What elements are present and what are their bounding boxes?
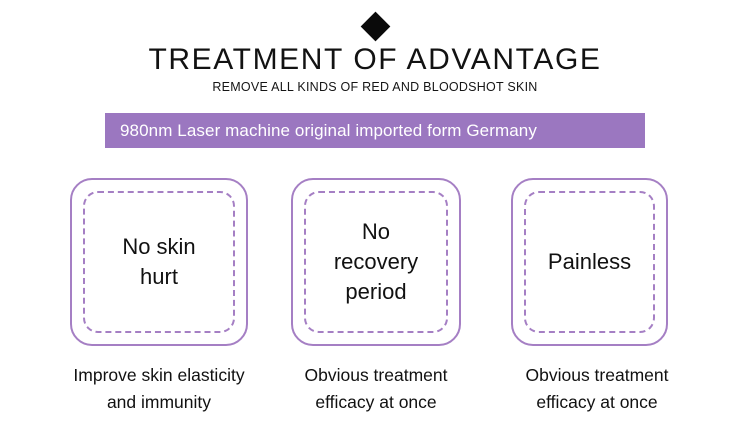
advantage-card-label: Painless [547,249,632,274]
advantage-card-inner-frame: Painless [524,191,655,333]
advantage-caption: Obvious treatment efficacy at once [525,365,669,412]
advantage-card-inner-frame: No skin hurt [83,191,235,333]
diamond-ornament [0,11,750,46]
advantage-card: Painless [511,178,668,346]
advantage-card: No recovery period [291,178,461,346]
advantage-card-label: No recovery period [333,219,419,304]
advantage-card: No skin hurt [70,178,248,346]
page-title: TREATMENT OF ADVANTAGE [148,43,602,76]
black-diamond-icon [360,11,391,42]
advantage-card-inner-frame: No recovery period [304,191,448,333]
feature-banner: 980nm Laser machine original imported fo… [105,113,645,148]
advantage-card-label: No skin hurt [122,234,196,289]
advantage-card-list: No skin hurt No recovery period Painless [0,178,750,346]
feature-banner-text: 980nm Laser machine original imported fo… [120,120,537,140]
advantage-caption: Improve skin elasticity and immunity [73,365,245,412]
advantage-caption-list: Improve skin elasticity and immunity Obv… [0,362,750,424]
advantage-caption: Obvious treatment efficacy at once [304,365,448,412]
page-subtitle: REMOVE ALL KINDS OF RED AND BLOODSHOT SK… [212,80,538,94]
